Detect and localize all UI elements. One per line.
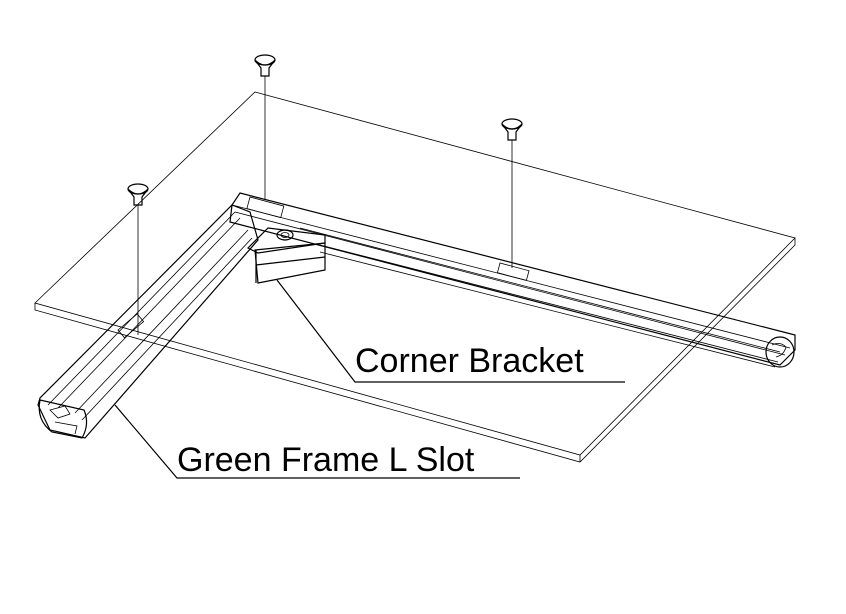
label-corner-bracket: Corner Bracket: [355, 342, 584, 380]
frame-rail-short: [37, 204, 259, 439]
screw: [501, 118, 523, 268]
callout-frame: Green Frame L Slot: [114, 404, 520, 479]
callout-corner-bracket: Corner Bracket: [276, 279, 625, 383]
screw-hole-icon: [276, 229, 294, 241]
screw: [127, 183, 149, 335]
screws: [127, 54, 523, 335]
corner-bracket: [246, 227, 326, 284]
screw: [254, 54, 276, 200]
frame-rail-long: [229, 192, 796, 368]
glass-panel: [34, 91, 796, 463]
label-frame: Green Frame L Slot: [177, 441, 475, 479]
